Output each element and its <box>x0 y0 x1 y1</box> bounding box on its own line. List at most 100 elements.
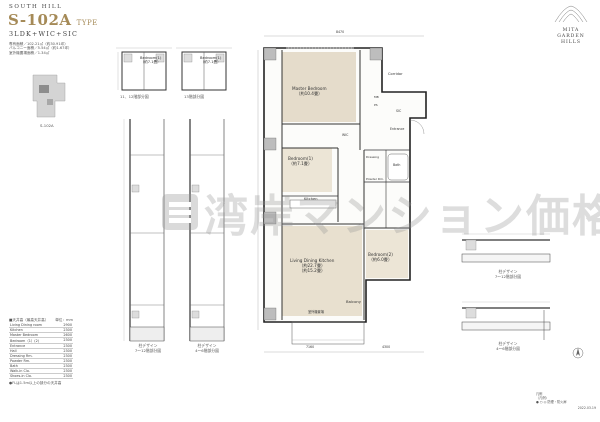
floor-area: 専有面積／102.21㎡（約30.91坪） <box>9 42 68 46</box>
spec-row: Bedroom（1）(2)2300 <box>9 337 73 344</box>
sic-label: SIC <box>396 109 402 113</box>
variant-top-1-room: Bedroom(1)（約7.1畳） <box>140 56 162 65</box>
spec-room: Bedroom（1）(2) <box>9 337 58 344</box>
spec-value: 2300 <box>57 363 73 369</box>
spec-row: Shoes-in Clo.2300 <box>9 373 73 379</box>
variant-right-1-plan <box>461 233 551 263</box>
spec-room: Bath <box>9 363 58 369</box>
type-word: TYPE <box>76 19 98 27</box>
north-arrow-icon <box>571 345 585 359</box>
variant-top-2-caption: 13階部分図 <box>184 94 205 99</box>
bedroom2-label: Bedroom(2)（約6.0畳） <box>368 252 393 263</box>
legend-title: 凡例 <box>536 392 543 396</box>
legend-date: 2022.03.19 <box>577 406 596 410</box>
plan-code-line: S-102A TYPE <box>8 10 98 29</box>
ldk-label: Living Dining Kitchen（約22.7畳）（約15.2畳） <box>290 258 335 274</box>
spec-footnote: ●FLは1.5m以上の部分の天井高 <box>9 380 62 385</box>
variant-right-2-plan <box>461 301 551 340</box>
brand-line-2: GARDEN <box>557 34 585 40</box>
spec-value: 2300 <box>57 373 73 379</box>
brand-line-3: HILLS <box>560 40 582 46</box>
main-floor-plan-graphic <box>257 35 427 353</box>
balcony-label: Balcony <box>346 299 362 304</box>
spec-header-unit: 単位：mm <box>55 318 73 322</box>
spec-room: Living Dining room <box>9 322 58 328</box>
variant-top-1-plan <box>116 47 172 91</box>
outdoor-unit-label: 室外機置場 <box>308 310 324 314</box>
key-plan-label: S-102A <box>40 123 54 128</box>
spec-header-title: ■天井高（最高天井高） <box>9 318 49 322</box>
spec-room: Hall <box>9 348 58 354</box>
spec-room: Shoes-in Clo. <box>9 373 58 379</box>
variant-col-2-plan <box>189 119 225 342</box>
spec-row: Walk-in Clo.2300 <box>9 368 73 374</box>
watermark-logo-icon <box>162 194 198 230</box>
master-bedroom-label: Master Bedroom（約10.4畳） <box>292 86 327 97</box>
spec-room: Kitchen <box>9 327 58 333</box>
mb-label: MB <box>374 95 379 99</box>
wic-label: WIC <box>342 133 349 137</box>
brand-line-1: MITA <box>562 28 580 33</box>
layout-type: 3LDK+WIC+SIC <box>9 30 79 38</box>
bedroom1-label: Bedroom(1)（約7.1畳） <box>288 156 313 167</box>
variant-top-2: Bedroom(1)（約7.1畳） 13階部分図 <box>176 46 232 106</box>
variant-top-2-room: Bedroom(1)（約7.1畳） <box>200 56 222 65</box>
spec-room: Dressing Rm. <box>9 353 58 359</box>
entrance-label: Entrance <box>390 127 405 131</box>
dim-top: 8470 <box>336 30 345 34</box>
spec-value: 2300 <box>57 327 73 333</box>
spec-value: 2300 <box>57 368 73 374</box>
variant-top-1-caption: 11、12階部分図 <box>120 94 149 99</box>
spec-room: Master Bedroom <box>9 332 58 338</box>
area-label: SOUTH HILL <box>9 4 63 10</box>
dressing-label: Dressing <box>366 155 380 159</box>
legend-line-2: ● ○ ◎ 防煙・防火扉 <box>536 400 567 404</box>
balcony-area: バルコニー面積／5.54㎡（約1.67坪） <box>9 46 72 51</box>
brand-mark-icon <box>554 5 588 23</box>
bath-label: Bath <box>393 163 401 167</box>
spec-value: 2300 <box>57 337 73 344</box>
spec-room: Walk-in Clo. <box>9 368 58 374</box>
main-floor-plan: Master Bedroom（約10.4畳） Bedroom(1)（約7.1畳）… <box>256 30 436 360</box>
key-plan-graphic <box>32 74 66 118</box>
ps-label: PS <box>374 103 378 107</box>
spec-value: 2900 <box>57 322 73 328</box>
legend-block: 凡例 〈凡例〉 ● ○ ◎ 防煙・防火扉 2022.03.19 <box>536 392 596 410</box>
dim-bottom-1: 7160 <box>306 345 315 349</box>
variant-col-1-plan <box>123 119 165 342</box>
spec-header: ■天井高（最高天井高） 単位：mm <box>9 318 73 322</box>
spec-row: Dressing Rm.2300 <box>9 353 73 359</box>
legend-line-1: 〈凡例〉 <box>536 396 549 400</box>
variant-top-2-plan <box>176 47 232 91</box>
spec-room: Powder Rm. <box>9 358 58 364</box>
variant-top-1: Bedroom(1)（約7.1畳） 11、12階部分図 <box>116 46 172 106</box>
area-info: 専有面積／102.21㎡（約30.91坪） バルコニー面積／5.54㎡（約1.6… <box>9 42 89 55</box>
brand-logo: MITA GARDEN HILLS <box>548 4 594 48</box>
spec-value: 2300 <box>57 343 73 349</box>
spec-value: 2300 <box>57 358 73 364</box>
dim-bottom-2: 4300 <box>382 345 391 349</box>
key-plan <box>29 71 69 121</box>
spec-value: 2300 <box>57 348 73 354</box>
watermark-text: 湾岸マンション価格ナビ <box>204 191 600 242</box>
watermark: 湾岸マンション価格ナビ <box>160 188 600 242</box>
spec-value: 2300 <box>57 353 73 359</box>
plan-code: S-102A <box>8 11 72 29</box>
spec-room: Entrance <box>9 343 58 349</box>
brand-name: MITA GARDEN HILLS <box>548 28 594 47</box>
spec-row: Powder Rm.2300 <box>9 358 73 364</box>
